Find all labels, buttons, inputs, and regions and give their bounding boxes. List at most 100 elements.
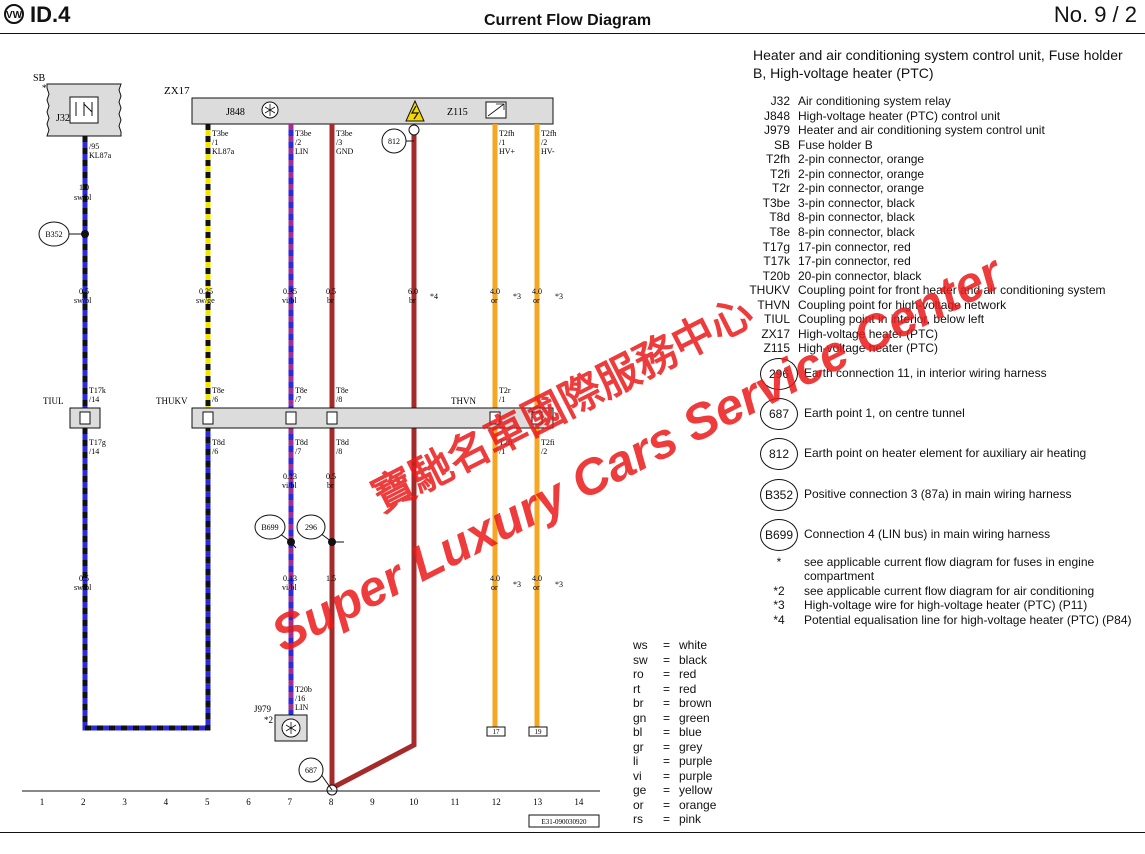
ground-description: Earth point on heater element for auxili… (804, 446, 1087, 461)
pin-label: /8 (336, 447, 342, 456)
track-number: 12 (492, 797, 501, 807)
color-name: grey (679, 739, 703, 754)
pin-label: T3be (295, 129, 312, 138)
color-name: red (679, 667, 697, 681)
component-code: J979 (763, 123, 790, 138)
component-code: T2r (772, 181, 790, 196)
wire-label: or (491, 296, 498, 305)
pin-label: T17g (89, 438, 106, 447)
component-code: Z115 (763, 341, 790, 356)
wire-label: 0.35 (283, 287, 297, 296)
ground-marker-circle (298, 757, 324, 783)
color-name: blue (679, 725, 702, 739)
control-unit-j979: J979 *2 (254, 704, 308, 742)
ground-marker-label: B699 (261, 523, 278, 532)
component-code: THUKV (749, 283, 790, 298)
pin-label: KL87a (89, 151, 112, 160)
component-code: T2fh (765, 152, 790, 167)
pin-label: T2fh (541, 129, 557, 138)
wire-label: or (533, 296, 540, 305)
component-description: 8-pin connector, black (798, 224, 915, 239)
pin-label: LIN (295, 147, 309, 156)
ground-marker-label: 687 (305, 766, 317, 775)
color-abbr: or (633, 797, 644, 812)
pin-label: /1 (499, 138, 505, 147)
pin-labels: /95KL87aT3be/1KL87aT3be/2LINT3be/3GNDT2f… (89, 129, 557, 712)
equals-sign: = (663, 739, 671, 754)
pin-label: /95 (89, 142, 99, 151)
pin-label: T2r (499, 386, 511, 395)
wire-label: sw/bl (74, 583, 92, 592)
component-code: T8e (769, 224, 790, 239)
wire-label: *3 (513, 580, 521, 589)
component-description: High-voltage heater (PTC) (798, 326, 939, 341)
track-number: 6 (246, 797, 251, 807)
component-description: Fuse holder B (798, 137, 873, 152)
note-description: Potential equalisation line for high-vol… (804, 613, 1132, 627)
wire-label: or (533, 583, 540, 592)
pin-label: /6 (212, 447, 218, 456)
ground-marker-label: B352 (45, 230, 62, 239)
component-code: T17g (762, 239, 790, 254)
track-number: 5 (205, 797, 210, 807)
ground-symbol: B699 (760, 518, 798, 551)
continuation-ref: 19 (535, 728, 543, 736)
vehicle-model: ID.4 (30, 2, 71, 27)
component-code: T8d (769, 210, 790, 225)
component-description: 17-pin connector, red (798, 254, 911, 269)
component-description: 20-pin connector, black (798, 268, 922, 283)
color-name: pink (679, 812, 702, 826)
color-name: brown (679, 696, 712, 710)
wire-label: 0.5 (326, 472, 336, 481)
track-number: 14 (574, 797, 584, 807)
wire-label: sw/bl (74, 296, 92, 305)
wire-label: vi/bl (282, 583, 297, 592)
wire-labels: 1.0sw/bl0.5sw/bl0.35sw/ge0.35vi/bl0.5br6… (74, 183, 563, 592)
wire-label: *3 (555, 580, 563, 589)
ground-marker-circle (254, 514, 286, 540)
coupling-points: TIUL THUKV THVN (43, 396, 554, 429)
track-number: 11 (451, 797, 460, 807)
component-description: Coupling point for high-voltage network (798, 297, 1007, 312)
component-code: J32 (770, 94, 790, 108)
ground-marker-circle (38, 221, 70, 247)
wire-label: sw/bl (74, 193, 92, 202)
pin-label: /14 (89, 395, 99, 404)
equals-sign: = (663, 638, 671, 652)
color-name: purple (679, 754, 713, 768)
pin-label: GND (336, 147, 354, 156)
component-code: ZX17 (761, 326, 790, 341)
ground-description: Connection 4 (LIN bus) in main wiring ha… (804, 526, 1051, 541)
ground-description: Earth connection 11, in interior wiring … (804, 366, 1047, 380)
track-number: 8 (329, 797, 334, 807)
pin-label: T3be (336, 129, 353, 138)
color-abbr: bl (633, 725, 643, 739)
equals-sign: = (663, 783, 671, 797)
sb-star: * (42, 83, 47, 93)
track-number: 4 (164, 797, 169, 807)
color-name: black (679, 652, 708, 667)
ground-marker-label: 296 (305, 523, 317, 532)
color-abbr: br (633, 696, 644, 710)
wire-label: 0.35 (199, 287, 213, 296)
wire-label: *3 (513, 292, 521, 301)
component-description: 2-pin connector, orange (798, 152, 925, 167)
continuation-ref: 17 (493, 728, 501, 736)
wire-label: br (409, 296, 416, 305)
pin-label: /2 (541, 138, 547, 147)
component-description: 17-pin connector, red (798, 239, 911, 254)
page-number: No. 9 / 2 (1053, 2, 1137, 27)
pin-label: /14 (89, 447, 99, 456)
ground-symbol: 687 (760, 398, 798, 431)
color-abbr: sw (633, 652, 648, 667)
component-code: T3be (762, 195, 790, 210)
wire-label: 4.0 (532, 287, 542, 296)
component-code: T2fi (769, 166, 790, 181)
sb-label: SB (33, 73, 46, 84)
wire-label: 0.5 (79, 287, 89, 296)
wire-label: 1.0 (79, 183, 89, 192)
j979-label: J979 (254, 704, 272, 714)
component-description: 2-pin connector, orange (798, 166, 925, 181)
